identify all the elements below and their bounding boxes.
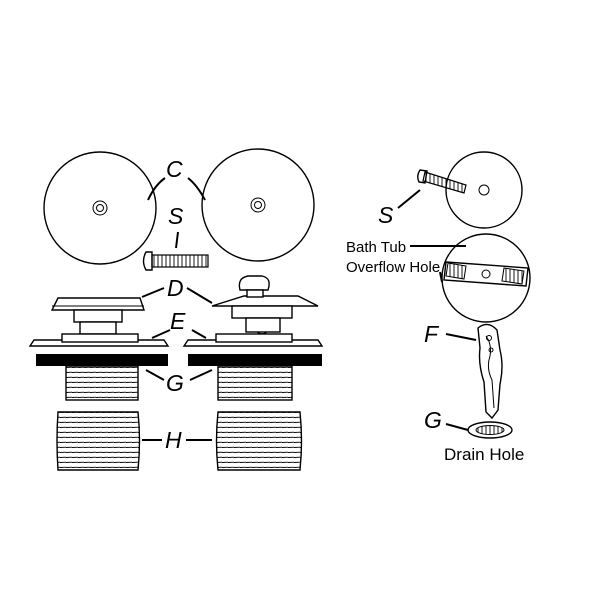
label-e-leader-left xyxy=(151,329,171,339)
label-g-leader-right xyxy=(189,369,213,381)
removal-tool xyxy=(477,323,503,420)
drain-hole-caption: Drain Hole xyxy=(444,445,524,464)
label-e: E xyxy=(170,308,186,334)
thread-insert-left xyxy=(56,411,141,471)
label-g-left: G xyxy=(166,370,184,396)
screw-left xyxy=(142,251,209,271)
stopper-cap-right xyxy=(211,275,319,335)
drain-flange-left xyxy=(28,333,170,347)
cover-plate-right xyxy=(201,148,315,262)
label-c-leaders xyxy=(147,177,206,201)
threaded-body-right xyxy=(217,365,293,401)
label-d-leader-left xyxy=(141,287,165,298)
threaded-body-left xyxy=(65,365,139,401)
overflow-cover-plate xyxy=(445,151,523,229)
gasket-left xyxy=(36,354,168,366)
drain-flange-right xyxy=(182,333,324,347)
drain-hole xyxy=(467,421,513,439)
overflow-hole-leader-down xyxy=(439,271,443,283)
label-s-right-leader xyxy=(397,189,421,209)
label-e-leader-right xyxy=(191,329,207,339)
label-s-right: S xyxy=(378,202,394,228)
label-d-leader-right xyxy=(186,287,213,304)
thread-insert-right xyxy=(215,411,303,471)
label-c: C xyxy=(166,156,183,182)
overflow-hole-plate xyxy=(441,233,531,323)
overflow-caption-line2: Overflow Hole xyxy=(346,259,440,276)
label-f: F xyxy=(424,321,440,347)
cover-plate-left xyxy=(43,151,157,265)
overflow-caption-line1: Bath Tub xyxy=(346,239,406,256)
label-g-right: G xyxy=(424,407,442,433)
stopper-cap-left xyxy=(50,297,145,335)
label-d: D xyxy=(167,275,184,301)
label-g-leader-left xyxy=(145,369,165,381)
gasket-right xyxy=(188,354,322,366)
label-h: H xyxy=(165,427,182,453)
label-s-left: S xyxy=(168,203,184,229)
label-f-leader xyxy=(445,333,477,341)
label-g-right-leader xyxy=(445,423,469,431)
label-s-left-leader xyxy=(175,231,179,249)
screw-right xyxy=(417,169,467,194)
